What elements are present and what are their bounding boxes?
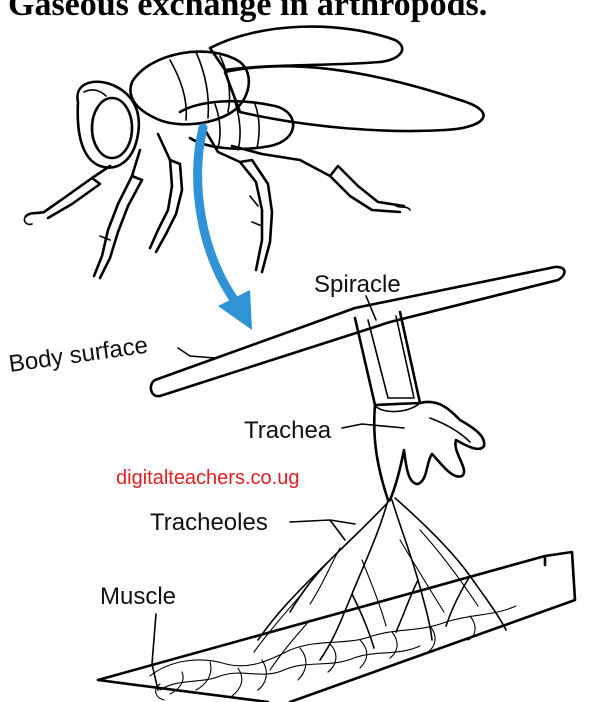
label-trachea: Trachea xyxy=(244,417,332,444)
spiracle xyxy=(355,312,420,405)
arrow-icon xyxy=(198,128,252,330)
trachea xyxy=(374,402,484,500)
watermark-text: digitalteachers.co.ug xyxy=(116,467,299,489)
label-tracheoles: Tracheoles xyxy=(150,509,268,536)
muscle-leader xyxy=(152,614,158,690)
fly-eye xyxy=(92,98,132,158)
fly-wing-upper xyxy=(210,27,402,70)
label-body-surface: Body surface xyxy=(7,332,149,378)
tracheoles-leader xyxy=(290,520,355,540)
fly-wing-lower xyxy=(225,66,484,131)
spiracle-leader xyxy=(366,296,376,320)
fly-leg-front xyxy=(26,166,110,218)
body-surface-leader xyxy=(178,348,215,358)
muscle xyxy=(98,552,575,702)
label-muscle: Muscle xyxy=(100,583,176,610)
trachea-leader xyxy=(342,424,404,428)
fly-illustration xyxy=(24,27,483,278)
label-spiracle: Spiracle xyxy=(314,271,401,298)
